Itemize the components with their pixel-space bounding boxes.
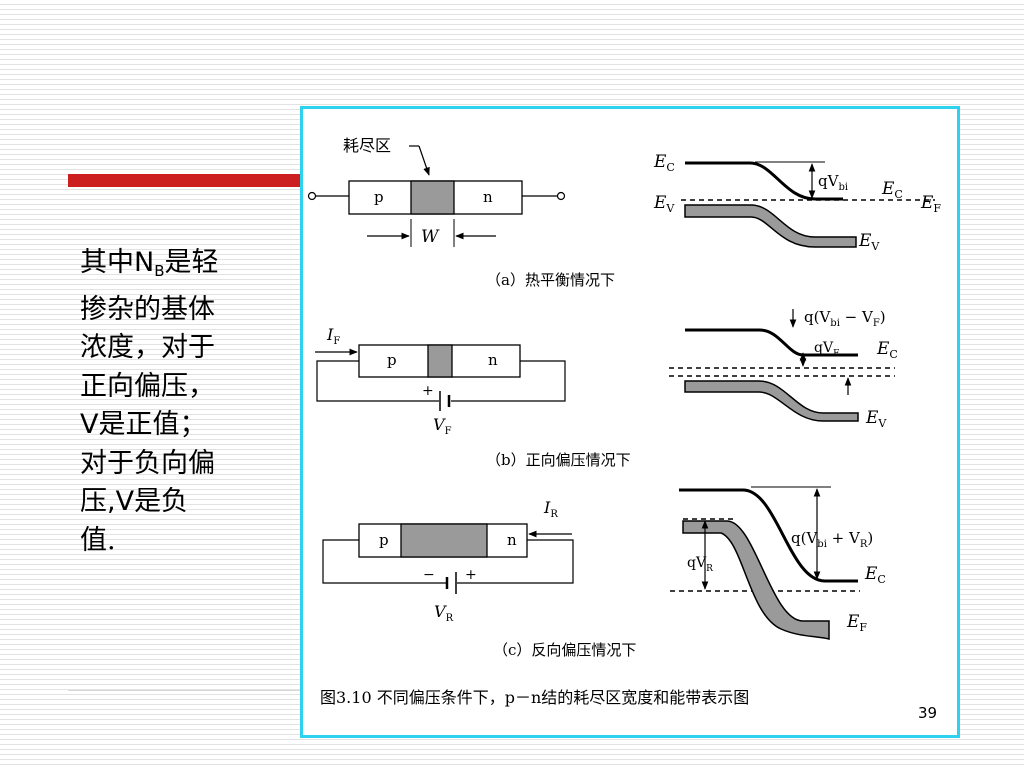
subcaption-b: （b）正向偏压情况下 — [486, 451, 631, 469]
ev-left-label: EV — [653, 193, 675, 215]
circuit-wire-b-left — [316, 360, 439, 402]
text-line-2: 掺杂的基体 — [80, 293, 215, 325]
valence-band-b — [684, 380, 859, 422]
panel-b: IF p n + VF （b）正向偏压情况下 q(Vbi − VF) qVF E… — [315, 308, 898, 469]
ec-label-c: EC — [864, 564, 886, 586]
text-line-4: 正向偏压， — [80, 370, 215, 402]
ec-left-label: EC — [653, 152, 675, 174]
text-line-3: 浓度，对于 — [80, 332, 215, 363]
circuit-wire-c-right — [457, 539, 574, 584]
qvr-label: qVR — [687, 555, 713, 574]
ir-label: IR — [543, 498, 558, 520]
barrier-label-b: q(Vbi − VF) — [804, 308, 886, 329]
ec-right-label-a: EC — [881, 179, 903, 201]
text-line-5: V是正值； — [80, 409, 207, 440]
ec-label-b: EC — [876, 339, 898, 361]
ev-label-b: EV — [865, 408, 887, 430]
battery-c-plus: + — [465, 567, 477, 583]
terminal-left — [307, 191, 317, 201]
qvf-label: qVF — [814, 340, 839, 359]
n-label-b: n — [488, 351, 498, 369]
barrier-label-c: q(Vbi + VR) — [791, 529, 873, 550]
valence-band-a — [684, 204, 857, 248]
qvbi-label-a: qVbi — [818, 172, 848, 193]
depletion-label: 耗尽区 — [343, 136, 391, 155]
terminal-right — [556, 191, 566, 201]
ef-right-label-a: EF — [920, 193, 941, 215]
subcaption-c: （c）反向偏压情况下 — [493, 641, 636, 659]
vr-label: VR — [434, 602, 454, 624]
n-label-a: n — [483, 188, 493, 206]
valence-band-c — [682, 520, 830, 640]
circuit-wire-c-left — [322, 539, 446, 584]
depletion-region-c — [400, 523, 488, 558]
vf-label: VF — [433, 415, 452, 437]
depletion-region-a — [410, 180, 455, 215]
title-accent-bar — [68, 174, 300, 187]
figure-frame: 耗尽区 p n W （a）热平衡情况下 EC EV qVbi EC EF EV … — [300, 106, 960, 738]
circuit-wire-b-right — [451, 360, 566, 402]
subcaption-a: （a）热平衡情况下 — [486, 271, 615, 289]
ef-label-c: EF — [846, 612, 867, 634]
battery-c-minus: − — [423, 567, 435, 583]
text-line-7: 压,V是负 — [80, 486, 189, 517]
n-label-c: n — [507, 531, 517, 549]
pn-junction-figure: 耗尽区 p n W （a）热平衡情况下 EC EV qVbi EC EF EV … — [307, 136, 941, 707]
width-label: W — [421, 227, 440, 247]
text-line-6: 对于负向偏 — [80, 447, 215, 479]
p-label-b: p — [387, 351, 397, 369]
battery-b-plus: + — [422, 383, 434, 399]
panel-a: 耗尽区 p n W （a）热平衡情况下 EC EV qVbi EC EF EV — [307, 136, 941, 289]
p-label-c: p — [379, 531, 389, 549]
page-number: 39 — [918, 704, 938, 722]
body-text: 其中NB是轻 掺杂的基体 浓度，对于 正向偏压， V是正值； 对于负向偏 压,V… — [80, 244, 270, 560]
figure-caption: 图3.10 不同偏压条件下，p－n结的耗尽区宽度和能带表示图 — [320, 688, 749, 707]
footer-divider — [68, 690, 300, 691]
p-label-a: p — [374, 188, 384, 206]
if-label: IF — [326, 325, 340, 347]
panel-c: IR p n − + VR （c）反向偏压情况下 q(Vbi + VR) qVR… — [322, 486, 886, 659]
ev-right-label-a: EV — [858, 231, 880, 253]
text-line-8: 值. — [80, 524, 116, 556]
text-line-1: 其中NB是轻 — [80, 247, 219, 280]
depletion-region-b — [427, 344, 453, 378]
